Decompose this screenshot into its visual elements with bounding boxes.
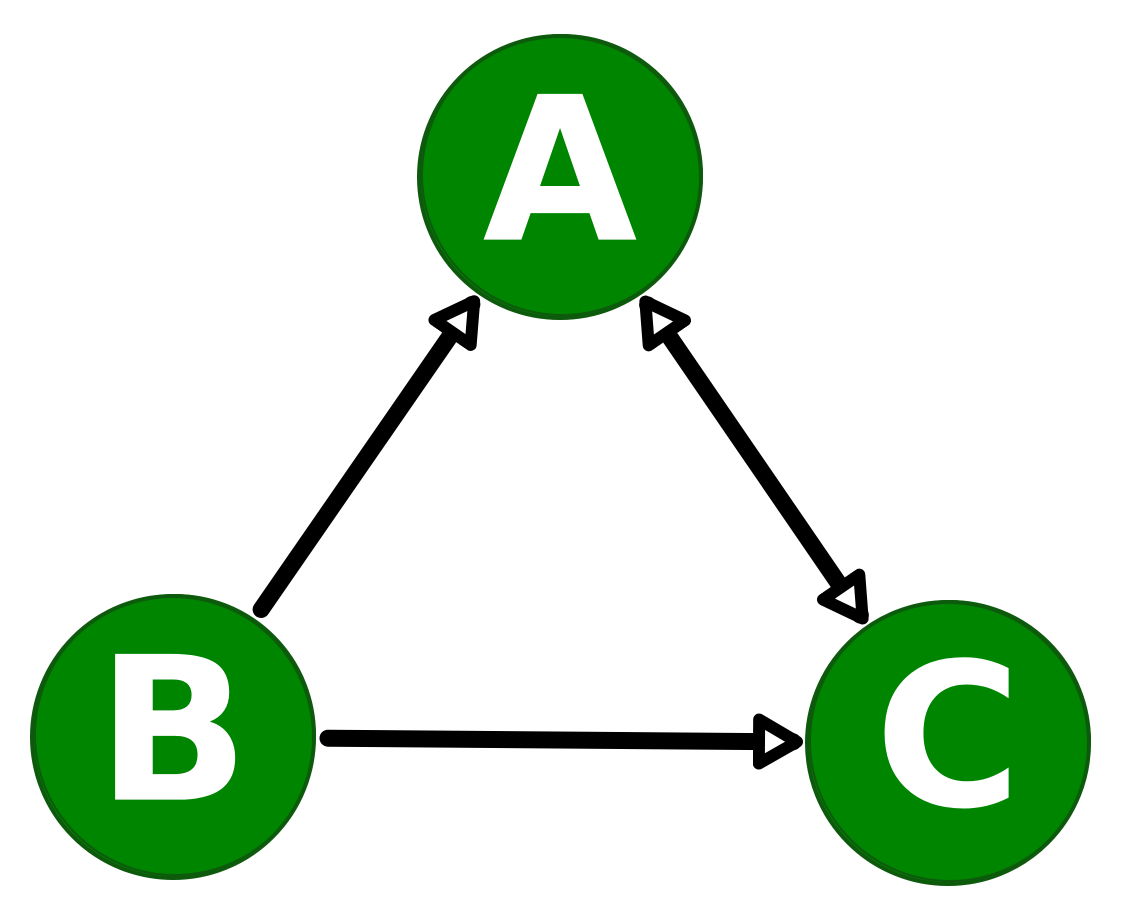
nodes-layer: A B C [30,34,1091,886]
node-b: B [30,594,316,880]
node-a: A [417,34,703,320]
node-outline [809,600,1091,882]
node-label-b: B [97,615,249,848]
node-outline [34,594,316,876]
edge-b-c [319,713,804,770]
node-c: C [805,600,1091,886]
edges-layer [252,295,869,770]
node-outline [421,34,703,316]
edge-a-c [639,295,869,625]
node-label-a: A [483,55,638,288]
edge-b-a [252,295,481,618]
node-label-c: C [875,621,1022,854]
